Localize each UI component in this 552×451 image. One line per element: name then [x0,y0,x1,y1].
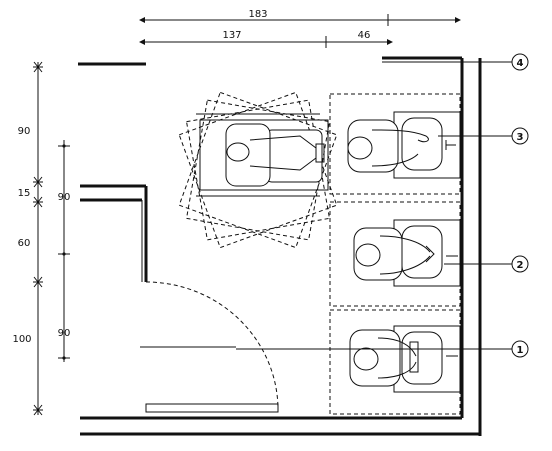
dim-left-60: 60 [18,238,31,249]
dim-top-right: 46 [358,30,371,41]
callout-4: 4 [517,58,524,69]
callout-3: 3 [517,132,524,143]
dim-top-overall: 183 [248,9,267,20]
callout-2: 2 [517,260,524,271]
callouts: 4 3 2 1 [236,53,529,358]
dim-top-left: 137 [222,30,241,41]
dim-left-90: 90 [18,126,31,137]
wheelchair-turning [178,91,338,249]
door [140,281,279,413]
stall-3 [347,111,461,179]
stall-2 [353,219,461,287]
top-dimensions: 183 137 46 [139,9,461,48]
dim-inner-90-a: 90 [58,192,71,203]
dim-left-15: 15 [18,188,31,199]
walls [78,56,482,436]
stall-1 [349,325,461,393]
callout-1: 1 [517,345,524,356]
dim-left-100: 100 [12,334,31,345]
dim-inner-90-b: 90 [58,328,71,339]
left-dimensions: 90 15 60 100 90 90 [12,61,71,416]
outer-ticks [33,61,43,416]
